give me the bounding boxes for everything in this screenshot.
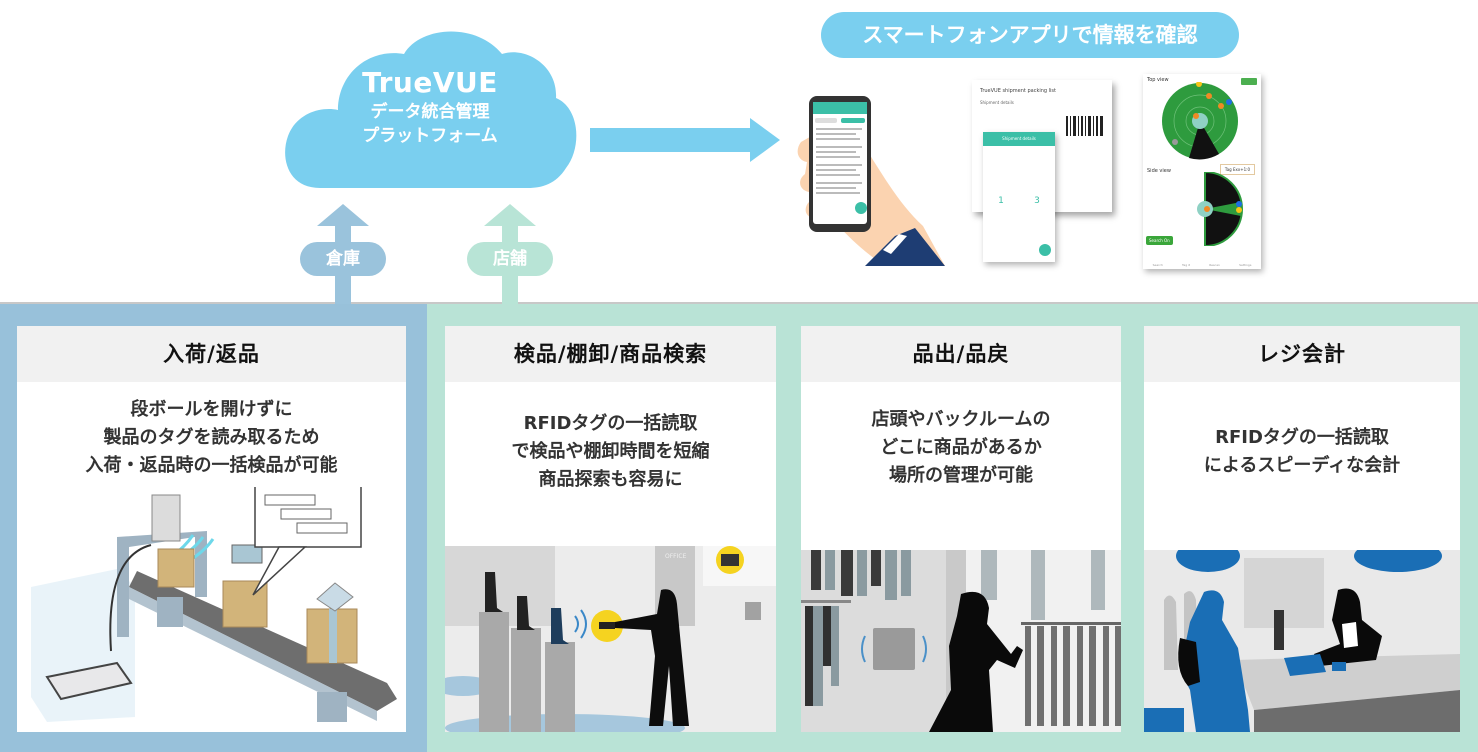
conveyor-rfid-illustration bbox=[31, 487, 397, 722]
description-line: 段ボールを開けずに bbox=[130, 399, 293, 420]
checkout-counter-illustration bbox=[1144, 550, 1460, 732]
app-banner: スマートフォンアプリで情報を確認 bbox=[821, 12, 1239, 58]
nav-item-tag-it: Tag it bbox=[1182, 263, 1191, 267]
source-label-store: 店舗 bbox=[467, 242, 553, 276]
description-line: RFIDタグの一括読取 bbox=[523, 413, 698, 434]
platform-subtitle-line1: データ統合管理 bbox=[370, 102, 490, 122]
card-title: レジ会計 bbox=[1144, 326, 1460, 382]
card-description: RFIDタグの一括読取 によるスピーディな会計 bbox=[1144, 424, 1460, 480]
description-line: によるスピーディな会計 bbox=[1203, 455, 1401, 476]
search-on-button: Search On bbox=[1146, 236, 1173, 245]
card-description: 段ボールを開けずに 製品のタグを読み取るため 入荷・返品時の一括検品が可能 bbox=[17, 396, 406, 480]
barcode-icon bbox=[1066, 116, 1103, 136]
description-line: どこに商品があるか bbox=[880, 437, 1042, 458]
description-line: 製品のタグを読み取るため bbox=[103, 427, 320, 448]
top-view-label: Top view bbox=[1147, 77, 1169, 83]
description-line: 入荷・返品時の一括検品が可能 bbox=[85, 455, 338, 476]
backroom-antenna-illustration bbox=[801, 550, 1121, 732]
packing-list-title: TrueVUE shipment packing list bbox=[980, 88, 1056, 94]
nav-item-settings: Settings bbox=[1239, 263, 1252, 267]
tag-button: Tag Exx+1:0 bbox=[1219, 164, 1255, 175]
battery-icon bbox=[1241, 78, 1257, 85]
hand-holding-phone bbox=[797, 96, 945, 266]
packing-list-section: Shipment details bbox=[980, 100, 1014, 105]
description-line: で検品や棚卸時間を短縮 bbox=[511, 441, 710, 462]
source-label-warehouse: 倉庫 bbox=[300, 242, 386, 276]
radar-side-view bbox=[1197, 172, 1243, 246]
office-sign: OFFICE bbox=[665, 553, 687, 560]
platform-label: TrueVUE データ統合管理 プラットフォーム bbox=[280, 66, 580, 148]
count-value: 3 bbox=[1034, 196, 1040, 206]
card-title: 入荷/返品 bbox=[17, 326, 406, 382]
card-shelving-return: 品出/品戻 店頭やバックルームの どこに商品があるか 場所の管理が可能 bbox=[801, 326, 1121, 732]
description-line: 店頭やバックルームの bbox=[871, 409, 1051, 430]
card-inspection-inventory: 検品/棚卸/商品検索 RFIDタグの一括読取 で検品や棚卸時間を短縮 商品探索も… bbox=[445, 326, 776, 732]
side-view-label: Side view bbox=[1147, 168, 1171, 174]
handheld-scanner-illustration: OFFICE bbox=[445, 546, 776, 732]
right-arrow-icon bbox=[590, 118, 780, 162]
card-receiving-returns: 入荷/返品 段ボールを開けずに 製品のタグを読み取るため 入荷・返品時の一括検品… bbox=[17, 326, 406, 732]
card-title: 検品/棚卸/商品検索 bbox=[445, 326, 776, 382]
radar-app-screen: Top view Side view Tag Exx+1:0 Search On… bbox=[1143, 74, 1261, 269]
description-line: RFIDタグの一括読取 bbox=[1215, 427, 1389, 448]
description-line: 場所の管理が可能 bbox=[889, 465, 1033, 486]
shipment-details-screen: Shipment details 1 3 bbox=[983, 132, 1055, 262]
shipment-details-header: Shipment details bbox=[983, 132, 1055, 146]
action-button bbox=[1039, 244, 1051, 256]
cloud-shape bbox=[285, 31, 577, 189]
platform-subtitle-line2: プラットフォーム bbox=[362, 126, 498, 146]
card-title: 品出/品戻 bbox=[801, 326, 1121, 382]
nav-item-rescan: Rescan bbox=[1209, 263, 1220, 267]
count-value: 1 bbox=[998, 196, 1004, 206]
nav-item-search: Search bbox=[1152, 263, 1163, 267]
radar-top-view bbox=[1162, 82, 1238, 160]
card-description: 店頭やバックルームの どこに商品があるか 場所の管理が可能 bbox=[801, 406, 1121, 490]
card-description: RFIDタグの一括読取 で検品や棚卸時間を短縮 商品探索も容易に bbox=[445, 410, 776, 494]
description-line: 商品探索も容易に bbox=[538, 469, 683, 490]
platform-title: TrueVUE bbox=[362, 66, 498, 99]
card-checkout: レジ会計 RFIDタグの一括読取 によるスピーディな会計 bbox=[1144, 326, 1460, 732]
